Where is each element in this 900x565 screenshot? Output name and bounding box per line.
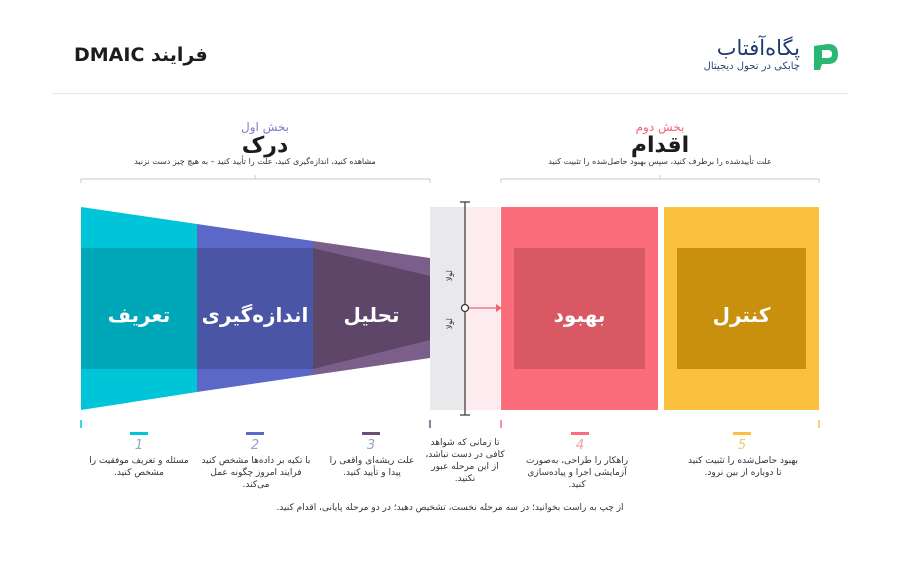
- stage-analyze-marker: [362, 432, 380, 435]
- gate-panel: [430, 207, 465, 410]
- stage-measure-marker: [246, 432, 264, 435]
- stage-improve-number: 4: [575, 438, 585, 453]
- stage-measure-title: اندازه‌گیری: [201, 303, 309, 327]
- section-act-label: بخش دوم: [635, 120, 685, 134]
- stage-define-title: تعریف: [107, 303, 171, 327]
- section-understand-label: بخش اول: [240, 120, 290, 134]
- stage-define-number: 1: [134, 438, 144, 453]
- stage-improve-description: راهکار را طراحی، به‌صورت آزمایشی اجرا و …: [525, 456, 629, 490]
- stage-measure-description: با تکیه بر داده‌ها مشخص کنید فرایند امرو…: [201, 456, 311, 490]
- brand-logo-icon: [814, 44, 838, 70]
- stage-control-title: کنترل: [712, 303, 771, 327]
- page-title: فرایند DMAIC: [74, 44, 208, 66]
- section-bracket-understand: [80, 175, 431, 183]
- stage-analyze-number: 3: [366, 438, 376, 453]
- gate-hinge-icon: [460, 303, 470, 313]
- stage-analyze-description: علت ریشه‌ای واقعی را پیدا و تأیید کنید.: [329, 456, 415, 478]
- stage-measure-number: 2: [250, 438, 260, 453]
- stage-analyze-shape: [313, 241, 430, 375]
- stage-define-marker: [130, 432, 148, 435]
- header-divider: [52, 93, 848, 94]
- gate-label-top: لولا: [445, 270, 454, 282]
- section-understand-desc: مشاهده کنید، اندازه‌گیری کنید، علت را تأ…: [134, 157, 376, 166]
- stage-measure-shape: [197, 224, 313, 392]
- stage-analyze-title: تحلیل: [343, 303, 400, 327]
- brand-tagline: چابکی در تحول دیجیتال: [703, 61, 800, 72]
- stage-control-marker: [733, 432, 751, 435]
- stage-define-description: مسئله و تعریف موفقیت را مشخص کنید.: [89, 456, 189, 478]
- gate-label-bottom: لولا: [445, 318, 454, 330]
- stage-improve-marker: [571, 432, 589, 435]
- stage-define-shape: [81, 207, 197, 410]
- section-understand-title: درک: [241, 133, 289, 158]
- footer-note: از چپ به راست بخوانید؛ در سه مرحله نخست،…: [276, 503, 624, 513]
- stage-control-number: 5: [737, 438, 747, 453]
- section-act-title: اقدام: [630, 133, 690, 158]
- section-act-desc: علت تأییدشده را برطرف کنید، سپس بهبود حا…: [548, 157, 772, 166]
- section-bracket-act: [500, 175, 820, 183]
- stage-improve-title: بهبود: [553, 303, 606, 327]
- stage-control-description: بهبود حاصل‌شده را تثبیت کنید تا دوباره ا…: [688, 456, 798, 478]
- brand-logo[interactable]: پگاه‌آفتاب چابکی در تحول دیجیتال: [700, 34, 850, 79]
- stage-control-shape: [664, 207, 819, 410]
- gate-note: تا زمانی که شواهد کافی در دست نباشد، از …: [425, 438, 505, 484]
- stage-improve-shape: [501, 207, 658, 410]
- brand-name: پگاه‌آفتاب: [716, 36, 800, 60]
